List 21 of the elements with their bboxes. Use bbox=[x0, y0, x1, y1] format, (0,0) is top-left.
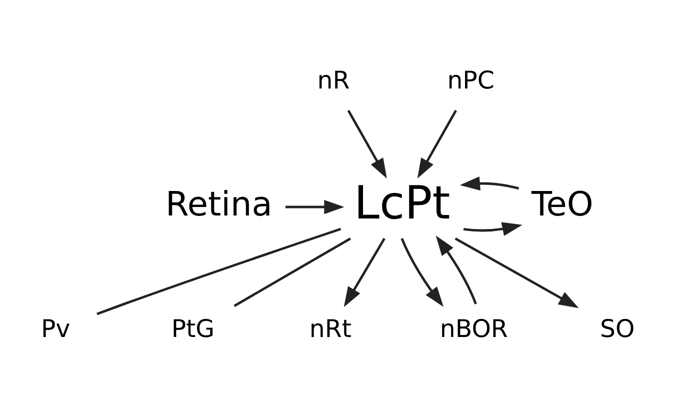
node-text: nPC bbox=[447, 64, 494, 94]
arrow bbox=[400, 238, 444, 306]
node-text: nR bbox=[317, 64, 350, 94]
node-text: Pv bbox=[41, 314, 70, 343]
arrow bbox=[454, 236, 579, 308]
node-text: nBOR bbox=[440, 314, 508, 343]
arrow bbox=[436, 235, 477, 304]
node-text: LcPt bbox=[354, 174, 450, 229]
node-text: SO bbox=[600, 314, 635, 343]
node-text: PtG bbox=[171, 314, 215, 343]
arrow bbox=[286, 199, 344, 214]
connector bbox=[234, 236, 352, 306]
arrow bbox=[347, 109, 387, 178]
connector bbox=[96, 227, 342, 315]
arrow bbox=[463, 222, 522, 236]
node-text: TeO bbox=[531, 184, 594, 224]
arrow bbox=[460, 176, 520, 190]
arrow bbox=[344, 237, 386, 307]
node-text: nRt bbox=[309, 314, 352, 343]
node-text: Retina bbox=[166, 184, 272, 224]
arrow bbox=[417, 109, 457, 178]
